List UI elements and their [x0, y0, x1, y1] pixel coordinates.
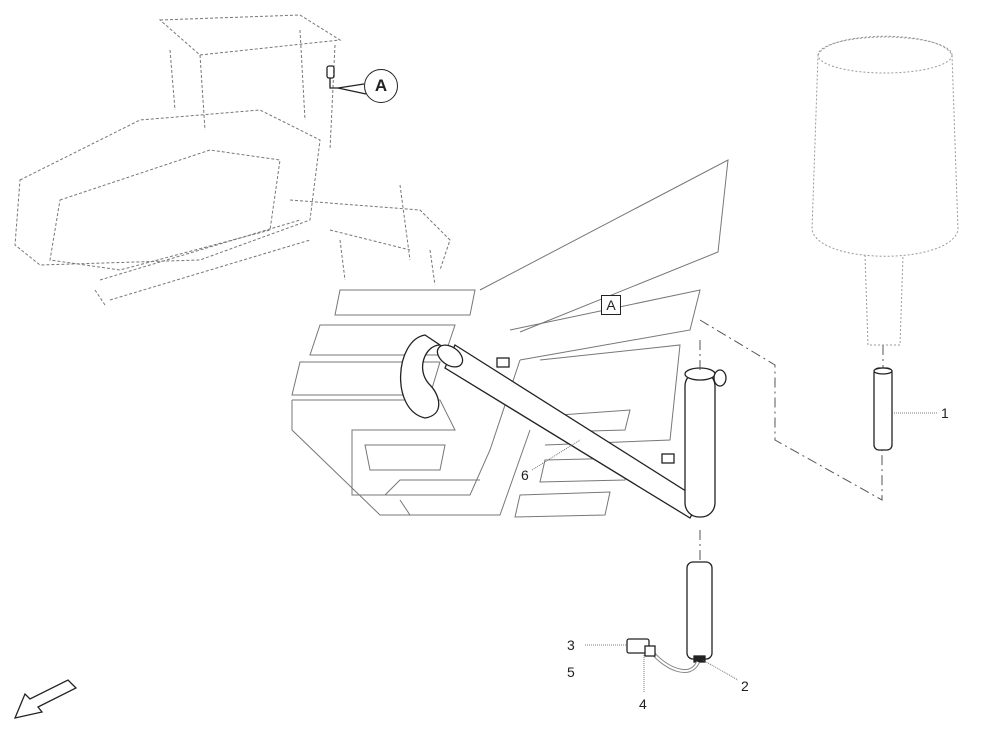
assembly-dashed-lines: [699, 319, 884, 560]
callout-6: 6: [521, 467, 529, 483]
paver-machine-illustration: [14, 14, 451, 306]
detail-reference-box-a: A: [601, 295, 621, 315]
mounting-bracket-tube: [399, 334, 727, 519]
callout-leaders: [531, 412, 937, 693]
detail-reference-circle-a: A: [364, 69, 398, 103]
beacon-lamp-ghost: [811, 35, 959, 346]
part-1-sleeve: [873, 367, 893, 451]
orientation-arrow-icon: [13, 679, 78, 719]
callout-1: 1: [941, 405, 949, 421]
beacon-location-marker: [326, 65, 367, 95]
callout-3: 3: [567, 637, 575, 653]
callout-4: 4: [639, 696, 647, 712]
callout-5: 5: [567, 664, 575, 680]
callout-2: 2: [741, 678, 749, 694]
part-2-light-rod: [626, 561, 713, 673]
